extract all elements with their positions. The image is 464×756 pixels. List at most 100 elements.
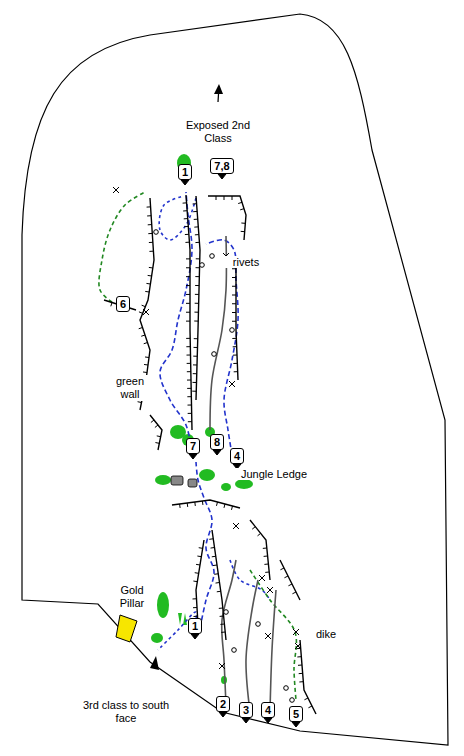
bolt bbox=[154, 230, 159, 235]
cliff-tick bbox=[280, 568, 284, 570]
cliff-tick bbox=[186, 321, 190, 322]
cliff-tick bbox=[238, 202, 242, 203]
start-marker bbox=[264, 718, 272, 723]
route-number-box: 5 bbox=[289, 706, 303, 722]
route-number-box: 2 bbox=[216, 696, 230, 712]
cliff-tick bbox=[187, 355, 191, 356]
cliff-tick bbox=[186, 312, 190, 313]
cliff-tick bbox=[186, 267, 190, 268]
bolt bbox=[290, 698, 295, 703]
cliff-tick bbox=[216, 196, 217, 200]
topo-label: 3rd class to south face bbox=[79, 699, 173, 724]
route-number-box: 1 bbox=[188, 618, 202, 634]
start-marker bbox=[189, 454, 197, 459]
vegetation bbox=[151, 154, 275, 711]
cliff-tick bbox=[212, 556, 216, 558]
route-line bbox=[222, 560, 236, 705]
bolt bbox=[210, 254, 215, 259]
feature-name: Gold Pillar bbox=[108, 584, 156, 609]
cliff-edge bbox=[300, 640, 316, 714]
cliff-tick bbox=[185, 234, 189, 235]
cliff-tick bbox=[241, 231, 245, 232]
cliff-tick bbox=[297, 656, 301, 657]
route-line bbox=[270, 590, 276, 712]
route-number: 6 bbox=[116, 296, 130, 312]
topo-label: Jungle Ledge bbox=[233, 468, 315, 481]
approach-arrow-head bbox=[150, 656, 159, 670]
anchor bbox=[233, 523, 239, 529]
cliff-tick bbox=[299, 673, 303, 674]
cliff-edge bbox=[280, 560, 300, 600]
cliff-edge bbox=[172, 500, 240, 508]
cliff-tick bbox=[188, 421, 192, 422]
cliff-tick bbox=[186, 346, 190, 347]
cliff-tick bbox=[196, 267, 200, 268]
cliff-tick bbox=[216, 502, 217, 506]
start-marker bbox=[242, 718, 250, 723]
start-marker bbox=[213, 450, 221, 455]
cliff-tick bbox=[304, 698, 308, 700]
rock-outline bbox=[22, 14, 448, 745]
cliff-tick bbox=[147, 215, 151, 216]
cliff-tick bbox=[149, 267, 153, 269]
cliff-tick bbox=[194, 226, 198, 227]
start-marker bbox=[218, 174, 226, 179]
bolt bbox=[212, 352, 217, 357]
cliff-tick bbox=[145, 356, 149, 358]
route-line bbox=[230, 560, 270, 600]
cliff-tick bbox=[186, 258, 190, 259]
cliff-tick bbox=[308, 706, 312, 708]
cliff-edge bbox=[196, 540, 204, 625]
cliff-tick bbox=[299, 681, 303, 682]
anchor bbox=[259, 575, 265, 581]
route-line bbox=[160, 192, 192, 452]
cliff-tick bbox=[194, 502, 196, 506]
cliff-tick bbox=[193, 356, 197, 357]
cliff-edge bbox=[212, 530, 226, 640]
cliff-tick bbox=[213, 565, 217, 567]
cliff-tick bbox=[197, 556, 201, 558]
cliff-tick bbox=[186, 338, 190, 339]
route-number: 8 bbox=[210, 434, 224, 450]
cliff-edge bbox=[208, 196, 246, 240]
cliff-tick bbox=[186, 303, 190, 304]
cliff-tick bbox=[264, 564, 268, 565]
gold-pillar-shape bbox=[116, 615, 137, 642]
start-marker bbox=[292, 722, 300, 727]
cliff-tick bbox=[196, 258, 200, 259]
cliff-tick bbox=[232, 338, 236, 339]
cliff-tick bbox=[193, 598, 197, 599]
cliff-tick bbox=[186, 285, 190, 286]
cliff-tick bbox=[157, 435, 161, 437]
cliff-tick bbox=[186, 276, 190, 277]
cliff-tick bbox=[196, 564, 200, 566]
route-number: 1 bbox=[178, 164, 192, 180]
cliff-tick bbox=[188, 405, 192, 406]
cliff-tick bbox=[194, 616, 198, 617]
cliff-tick bbox=[142, 305, 146, 306]
cliff-tick bbox=[148, 224, 152, 225]
cliff-tick bbox=[193, 607, 197, 608]
cliff-tick bbox=[264, 556, 268, 557]
cliff-tick bbox=[139, 328, 143, 329]
cliff-tick bbox=[232, 277, 236, 278]
route-line bbox=[159, 196, 196, 240]
cliff-tick bbox=[193, 373, 197, 374]
cliff-tick bbox=[141, 335, 145, 336]
cliff-tick bbox=[151, 420, 154, 422]
bolt bbox=[224, 610, 229, 615]
cliff-tick bbox=[199, 547, 203, 549]
topo-label: dike bbox=[305, 628, 347, 641]
cliff-tick bbox=[155, 442, 159, 444]
route-number-box: 4 bbox=[230, 448, 244, 464]
cliff-tick bbox=[193, 364, 197, 365]
cliff-tick bbox=[195, 572, 199, 574]
cliff-tick bbox=[232, 286, 236, 287]
cliff-tick bbox=[186, 294, 190, 295]
route-number-box: 7,8 bbox=[210, 158, 233, 174]
route-number-box: 4 bbox=[261, 702, 275, 718]
cliff-tick bbox=[146, 283, 150, 285]
cliff-tick bbox=[220, 624, 224, 625]
cliff-tick bbox=[232, 321, 236, 322]
cliff-tick bbox=[193, 581, 197, 583]
